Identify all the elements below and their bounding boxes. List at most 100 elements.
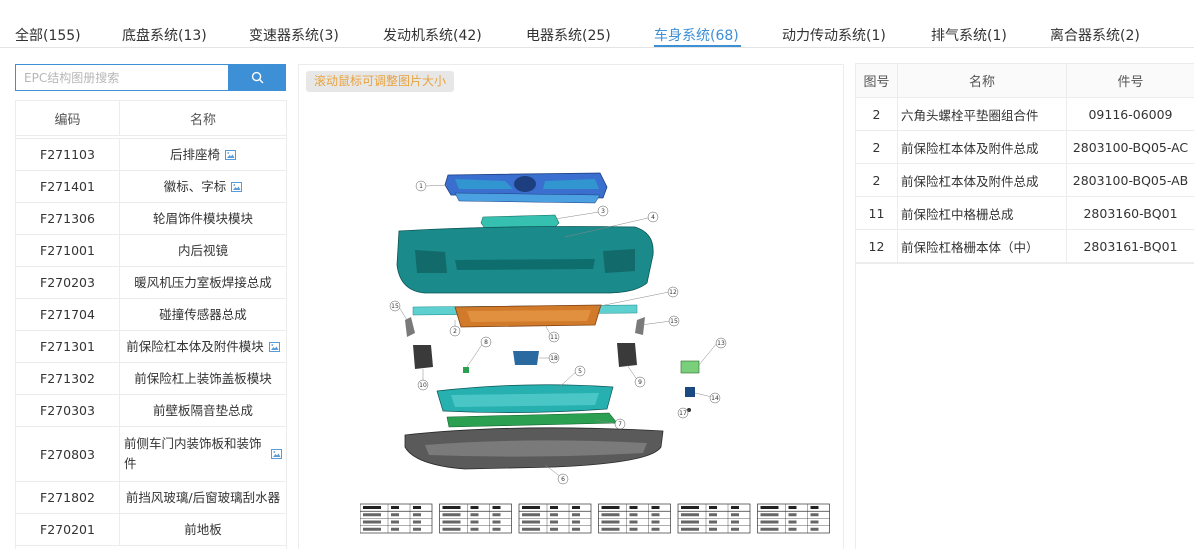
part-lower-lip[interactable]	[446, 412, 618, 428]
row-name: 徽标、字标	[163, 178, 227, 194]
part-emblem-plate[interactable]	[513, 351, 539, 365]
row-name-cell: 前壁板隔音垫总成	[120, 395, 286, 426]
part-clip[interactable]	[463, 367, 469, 373]
svg-text:15: 15	[670, 318, 678, 325]
epc-search-input[interactable]	[15, 64, 228, 91]
legend-grid	[360, 503, 433, 534]
part-no: 09116-06009	[1088, 106, 1173, 122]
part-skid-plate[interactable]	[404, 427, 664, 470]
figure-no: 2	[856, 164, 898, 196]
tab-7[interactable]: 排气系统(1)	[931, 28, 1007, 44]
row-name-cell: 前保险杠上装饰盖板模块	[120, 363, 286, 394]
svg-text:6: 6	[561, 476, 565, 483]
svg-text:10: 10	[419, 382, 427, 389]
row-code: F270303	[16, 395, 120, 426]
figure-no: 2	[856, 131, 898, 163]
svg-text:1: 1	[419, 183, 423, 190]
svg-text:11: 11	[550, 334, 558, 341]
row-name-cell: 后排座椅	[120, 139, 286, 170]
tab-8[interactable]: 离合器系统(2)	[1050, 28, 1140, 44]
row-name: 碰撞传感器总成	[159, 306, 247, 322]
row-name: 前地板	[184, 521, 222, 537]
tab-5[interactable]: 车身系统(68)	[654, 28, 739, 44]
svg-text:9: 9	[638, 379, 642, 386]
image-icon[interactable]	[225, 149, 236, 160]
row-name: 后排座椅	[169, 146, 220, 162]
part-lower-grille[interactable]	[436, 384, 614, 413]
part-legend-tables	[360, 503, 830, 534]
table-row[interactable]: F270303 前壁板隔音垫总成	[16, 395, 286, 427]
image-icon[interactable]	[268, 341, 280, 352]
figure-no: 2	[856, 98, 898, 130]
part-name: 前保险杠格栅本体（中）	[898, 230, 1067, 262]
header-figure-no: 图号	[856, 64, 898, 97]
svg-text:12: 12	[669, 289, 677, 296]
row-name: 前挡风玻璃/后窗玻璃刮水器	[125, 489, 281, 505]
header-part-no: 件号	[1117, 75, 1144, 90]
part-no: 2803100-BQ05-AB	[1072, 172, 1189, 188]
row-name: 轮眉饰件模块模块	[152, 210, 253, 226]
part-right-bezel[interactable]	[680, 360, 700, 374]
tab-4[interactable]: 电器系统(25)	[526, 28, 611, 44]
category-tabs: 全部(155) 底盘系统(13) 变速器系统(3) 发动机系统(42) 电器系统(25)…	[0, 0, 1194, 48]
row-name-cell: 徽标、字标	[120, 171, 286, 202]
row-name: 前壁板隔音垫总成	[152, 402, 253, 418]
row-name-cell: 前挡风玻璃/后窗玻璃刮水器	[120, 482, 286, 513]
legend-grid	[598, 503, 671, 534]
part-right-fog-housing[interactable]	[617, 343, 637, 367]
part-no: 2803161-BQ01	[1083, 238, 1178, 254]
part-upper-grille[interactable]	[444, 172, 608, 204]
row-name-cell: 碰撞传感器总成	[120, 299, 286, 330]
tab-2[interactable]: 变速器系统(3)	[249, 28, 339, 44]
tab-0[interactable]: 全部(155)	[15, 28, 81, 44]
part-no: 2803160-BQ01	[1083, 205, 1178, 221]
image-icon[interactable]	[271, 449, 282, 459]
part-left-fog-housing[interactable]	[413, 345, 433, 369]
svg-text:15: 15	[391, 303, 399, 310]
part-name: 前保险杠中格栅总成	[898, 197, 1067, 229]
row-name-cell: 前地板	[120, 514, 286, 545]
part-front-bumper[interactable]	[396, 226, 654, 294]
part-right-plate[interactable]	[685, 387, 695, 397]
svg-text:5: 5	[578, 368, 582, 375]
diagram-panel	[298, 64, 844, 549]
header-name: 名称	[189, 112, 216, 128]
part-name: 前保险杠本体及附件总成	[898, 131, 1067, 163]
tab-3[interactable]: 发动机系统(42)	[383, 28, 482, 44]
part-left-bracket[interactable]	[405, 317, 415, 337]
tab-1[interactable]: 底盘系统(13)	[122, 28, 207, 44]
svg-text:13: 13	[717, 340, 725, 347]
active-tab-underline	[654, 45, 741, 47]
row-name: 前保险杠本体及附件模块	[126, 338, 264, 354]
search-button[interactable]	[228, 64, 286, 91]
row-name: 前保险杠上装饰盖板模块	[134, 370, 272, 386]
part-middle-grille[interactable]	[454, 304, 602, 328]
legend-grid	[439, 503, 512, 534]
image-icon[interactable]	[231, 181, 243, 192]
table-header: 编码 名称	[16, 101, 286, 136]
part-right-bracket[interactable]	[635, 317, 645, 335]
svg-text:17: 17	[679, 410, 687, 417]
tab-6[interactable]: 动力传动系统(1)	[782, 28, 886, 44]
